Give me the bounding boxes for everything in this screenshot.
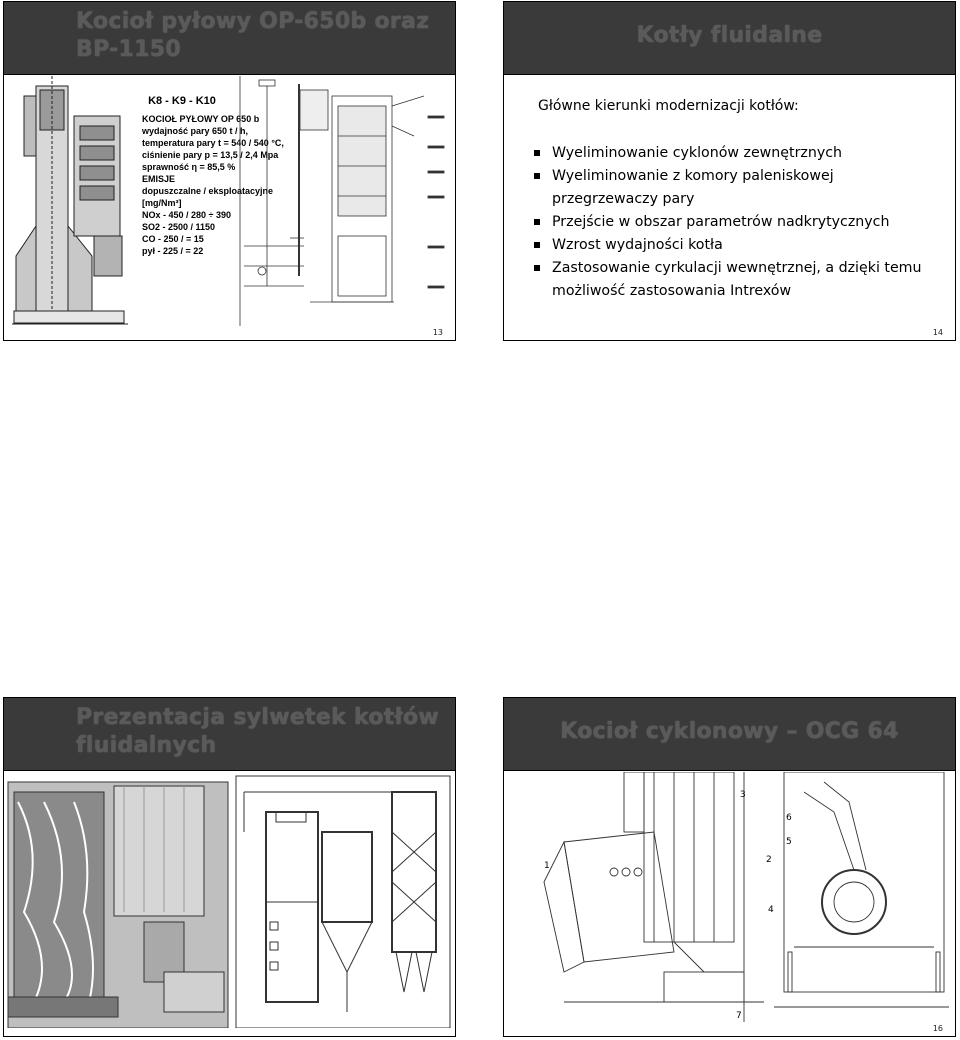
bullet-item: Wyeliminowanie cyklonów zewnętrznych [534, 142, 944, 165]
cyclone-boiler-schematic: 1 2 3 4 5 6 7 [543, 772, 949, 1022]
spec-line: ciśnienie pary p = 13,5 / 2,4 Mpa [142, 150, 279, 160]
spec-line: SO2 - 2500 / 1150 [142, 222, 215, 232]
callout-1: 1 [544, 861, 550, 871]
slide-13: Kocioł pyłowy OP-650b oraz BP-1150 [3, 1, 456, 341]
spec-line: K8 - K9 - K10 [148, 95, 216, 107]
bullet-text: Wzrost wydajności kotła [552, 237, 723, 253]
slide-title: Kocioł cyklonowy – OCG 64 [560, 719, 899, 744]
slide-title-bar: Kotły fluidalne [504, 2, 955, 75]
callout-7: 7 [736, 1011, 742, 1021]
callout-3: 3 [740, 790, 746, 800]
spec-line: NOx - 450 / 280 ÷ 390 [142, 210, 231, 220]
spec-line: pył - 225 / = 22 [142, 246, 203, 256]
slide-title: Prezentacja sylwetek kotłów fluidalnych [76, 705, 440, 758]
bullet-item: Zastosowanie cyrkulacji wewnętrznej, a d… [534, 257, 944, 303]
callout-2: 2 [766, 855, 772, 865]
cyclone-boiler-drawing: 1 2 3 4 5 6 7 [504, 772, 955, 1022]
slide-title-bar: Prezentacja sylwetek kotłów fluidalnych [4, 698, 455, 771]
bullet-marker [534, 173, 540, 179]
boiler-silhouettes-drawing [7, 775, 451, 1028]
bullet-marker [534, 265, 540, 271]
spec-line: CO - 250 / = 15 [142, 234, 204, 244]
slide-title: Kotły fluidalne [636, 23, 823, 48]
spec-line: temperatura pary t = 540 / 540 °C, [142, 138, 284, 148]
fluidized-boiler-silhouettes [4, 772, 455, 1028]
slide-number: 14 [932, 328, 943, 337]
slide-15: Prezentacja sylwetek kotłów fluidalnych [3, 697, 456, 1037]
bullet-item: Przejście w obszar parametrów nadkrytycz… [534, 211, 944, 234]
bullet-text: Zastosowanie cyrkulacji wewnętrznej, a d… [552, 260, 922, 299]
bullet-text: Wyeliminowanie z komory paleniskowej prz… [552, 168, 834, 207]
spec-line: sprawność η = 85,5 % [142, 162, 235, 172]
bullet-marker [534, 242, 540, 248]
spec-line: dopuszczalne / eksploatacyjne [142, 186, 273, 196]
callout-4: 4 [768, 905, 774, 915]
slide-16: Kocioł cyklonowy – OCG 64 [503, 697, 956, 1037]
slide-title: Kocioł pyłowy OP-650b oraz BP-1150 [76, 9, 430, 62]
slide-number: 13 [432, 328, 443, 337]
bullet-text: Przejście w obszar parametrów nadkrytycz… [552, 214, 890, 230]
bullet-item: Wzrost wydajności kotła [534, 234, 944, 257]
callout-6: 6 [786, 813, 792, 823]
bullet-item: Wyeliminowanie z komory paleniskowej prz… [534, 165, 944, 211]
spec-line: KOCIOŁ PYŁOWY OP 650 b [142, 114, 260, 124]
bullet-list: Wyeliminowanie cyklonów zewnętrznych Wye… [534, 142, 944, 303]
slide-14: Kotły fluidalne Główne kierunki moderniz… [503, 1, 956, 341]
callout-5: 5 [786, 837, 792, 847]
bullet-marker [534, 150, 540, 156]
spec-line: EMISJE [142, 174, 175, 184]
spec-line: [mg/Nm³] [142, 198, 182, 208]
spec-line: wydajność pary 650 t / h, [141, 126, 248, 136]
intro-text: Główne kierunki modernizacji kotłów: [538, 98, 799, 114]
bullet-marker [534, 219, 540, 225]
slide-title-bar: Kocioł pyłowy OP-650b oraz BP-1150 [4, 2, 455, 75]
bullet-text: Wyeliminowanie cyklonów zewnętrznych [552, 145, 843, 161]
slide-title-bar: Kocioł cyklonowy – OCG 64 [504, 698, 955, 771]
slide-number: 16 [932, 1024, 943, 1033]
